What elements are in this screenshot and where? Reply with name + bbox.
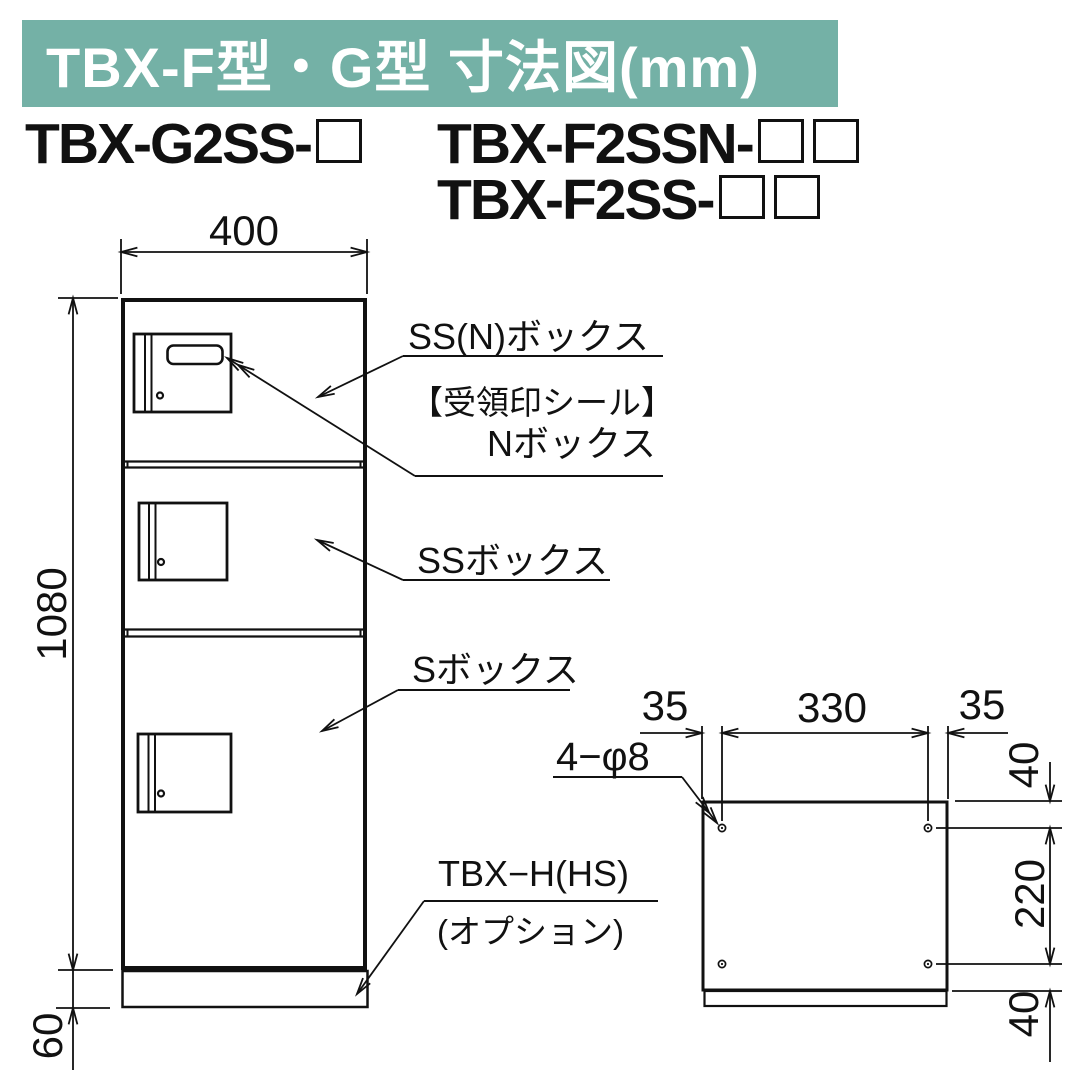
arrowhead-icon (911, 727, 932, 739)
color-code-placeholder-square (773, 175, 820, 219)
door-s-box (136, 732, 233, 814)
plan-view (701, 800, 949, 1008)
base-plate-strip (703, 989, 948, 1008)
label-s-box: Sボックス (412, 649, 579, 690)
receipt-seal-window (166, 344, 224, 366)
callout-holes: 4−φ8 (553, 735, 720, 826)
mounting-hole (923, 959, 933, 969)
cabinet-outline (121, 298, 367, 970)
arrowhead-left-icon (117, 246, 138, 258)
mounting-hole (717, 959, 727, 969)
callout-receipt-seal-n-box: 【受領印シール】 Nボックス (224, 356, 674, 477)
label-receipt-seal: 【受領印シール】 (410, 384, 674, 421)
color-code-placeholder-square (757, 119, 804, 163)
leader-line (681, 776, 718, 824)
label-base-model: TBX−H(HS) (438, 853, 629, 894)
arrowhead-icon (314, 385, 335, 399)
door-ss-box (137, 501, 229, 582)
arrowhead-icon (1044, 947, 1056, 968)
dim-value-right-margin: 35 (959, 681, 1006, 728)
leader-line (321, 689, 399, 732)
keyhole-icon (155, 391, 165, 400)
divider-box1-box2 (125, 460, 363, 469)
dim-value-left-margin: 35 (642, 682, 689, 729)
keyhole-icon (156, 789, 166, 798)
leader-line (226, 357, 416, 477)
dim-value-hole-span: 330 (797, 684, 867, 731)
arrowhead-icon (695, 796, 712, 816)
label-base-option: (オプション) (437, 913, 624, 950)
arrowhead-icon (703, 806, 720, 826)
arrowhead-icon (1044, 784, 1056, 805)
color-code-placeholder-square (718, 175, 765, 219)
dim-width-400: 400 (117, 207, 371, 294)
dim-value-bottom-margin: 40 (1000, 991, 1047, 1038)
arrowhead-icon (354, 977, 371, 997)
dim-value-base-height: 60 (24, 1013, 71, 1060)
leader-line (356, 900, 425, 995)
mounting-hole (717, 823, 727, 833)
dim-base-60: 60 (24, 970, 110, 1070)
color-code-placeholder-square (812, 119, 859, 163)
callout-s-box: Sボックス (318, 649, 579, 733)
model-code-g2ss: TBX-G2SS- (25, 116, 363, 173)
label-ss-box: SSボックス (417, 540, 608, 581)
mounting-hole (923, 823, 933, 833)
base-plate-outline (701, 800, 949, 992)
model-code-f2ssn-text: TBX-F2SSN- (437, 112, 755, 176)
callout-ssn-box: SS(N)ボックス (314, 316, 663, 399)
arrowhead-icon (318, 718, 339, 733)
dim-height-1080: 1080 (28, 294, 118, 974)
color-code-placeholder-square (316, 119, 363, 163)
dim-value-hole-span-vertical: 220 (1006, 859, 1053, 929)
model-code-f2ssn: TBX-F2SSN- (437, 116, 859, 173)
leader-line (316, 539, 404, 581)
label-n-box: Nボックス (487, 423, 656, 464)
option-base-front (121, 969, 369, 1009)
arrowhead-icon (1044, 824, 1056, 845)
keyhole-icon (156, 557, 166, 567)
arrowhead-right-icon (350, 246, 371, 258)
dim-value-width: 400 (209, 207, 279, 254)
dim-plan-vertical: 40 220 40 (936, 742, 1062, 1062)
model-code-f2ss: TBX-F2SS- (437, 172, 820, 229)
dim-value-height: 1080 (28, 567, 75, 660)
title-banner: TBX-F型・G型 寸法図(mm) (22, 20, 838, 107)
arrowhead-icon (685, 727, 706, 739)
model-code-g2ss-text: TBX-G2SS- (25, 112, 313, 176)
dim-plan-horizontal: 35 330 35 (640, 681, 1008, 821)
front-view (121, 298, 369, 1009)
arrowhead-up-icon (67, 294, 79, 315)
arrowhead-icon (944, 727, 965, 739)
arrowhead-icon (718, 727, 739, 739)
arrowhead-icon (313, 538, 334, 552)
model-code-f2ss-text: TBX-F2SS- (437, 168, 716, 232)
arrowhead-up-icon (67, 1004, 79, 1025)
label-holes: 4−φ8 (556, 735, 650, 779)
callout-option-base: TBX−H(HS) (オプション) (354, 853, 658, 997)
arrowhead-icon (235, 363, 255, 379)
dim-value-top-margin: 40 (1000, 742, 1047, 789)
label-ssn-box: SS(N)ボックス (408, 316, 649, 357)
leader-line (317, 355, 404, 398)
arrowhead-icon (1044, 987, 1056, 1008)
page-title: TBX-F型・G型 寸法図(mm) (46, 36, 760, 99)
callout-ss-box: SSボックス (313, 538, 610, 581)
door-ssn-box (132, 332, 233, 414)
divider-box2-box3 (125, 628, 363, 638)
arrowhead-icon (224, 356, 244, 372)
